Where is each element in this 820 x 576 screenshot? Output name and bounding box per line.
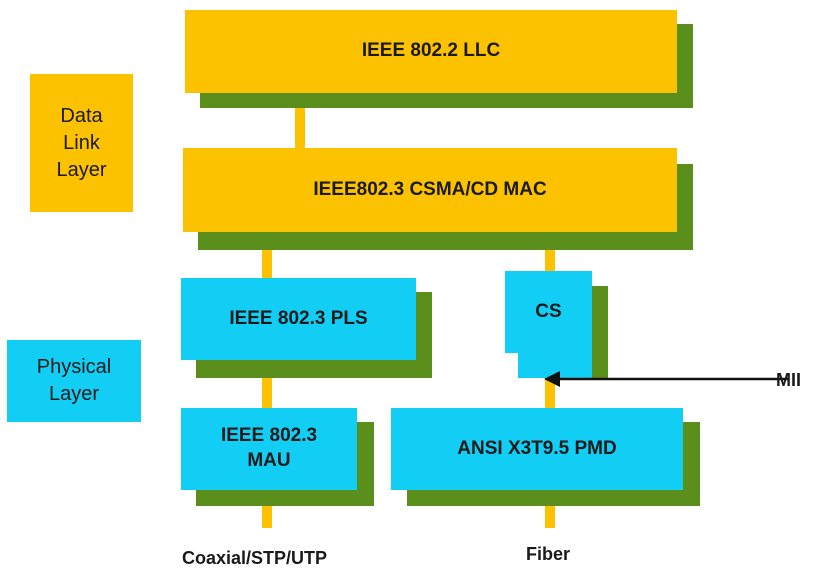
physical-layer-label: Physical Layer bbox=[7, 340, 141, 422]
llc-block: IEEE 802.2 LLC bbox=[185, 10, 677, 93]
pmd-block: ANSI X3T9.5 PMD bbox=[391, 408, 683, 490]
connector-pmd-media bbox=[545, 506, 555, 528]
mac-block: IEEE802.3 CSMA/CD MAC bbox=[183, 148, 677, 232]
mii-arrow bbox=[544, 371, 788, 387]
connector-pls-mau bbox=[262, 378, 272, 408]
connector-mau-media bbox=[262, 506, 272, 528]
connector-llc-mac bbox=[295, 108, 305, 150]
mii-label: MII bbox=[776, 370, 801, 390]
data-link-layer-label: Data Link Layer bbox=[30, 74, 133, 212]
pls-block: IEEE 802.3 PLS bbox=[181, 278, 416, 360]
cs-block: CS bbox=[505, 271, 592, 353]
connector-cs-pmd bbox=[545, 378, 555, 408]
mau-block: IEEE 802.3 MAU bbox=[181, 408, 357, 490]
connector-mac-pls bbox=[262, 250, 272, 280]
copper-media-label: Coaxial/STP/UTP bbox=[182, 548, 328, 568]
fiber-media-label: Fiber bbox=[526, 544, 571, 564]
connector-mac-cs bbox=[545, 250, 555, 272]
